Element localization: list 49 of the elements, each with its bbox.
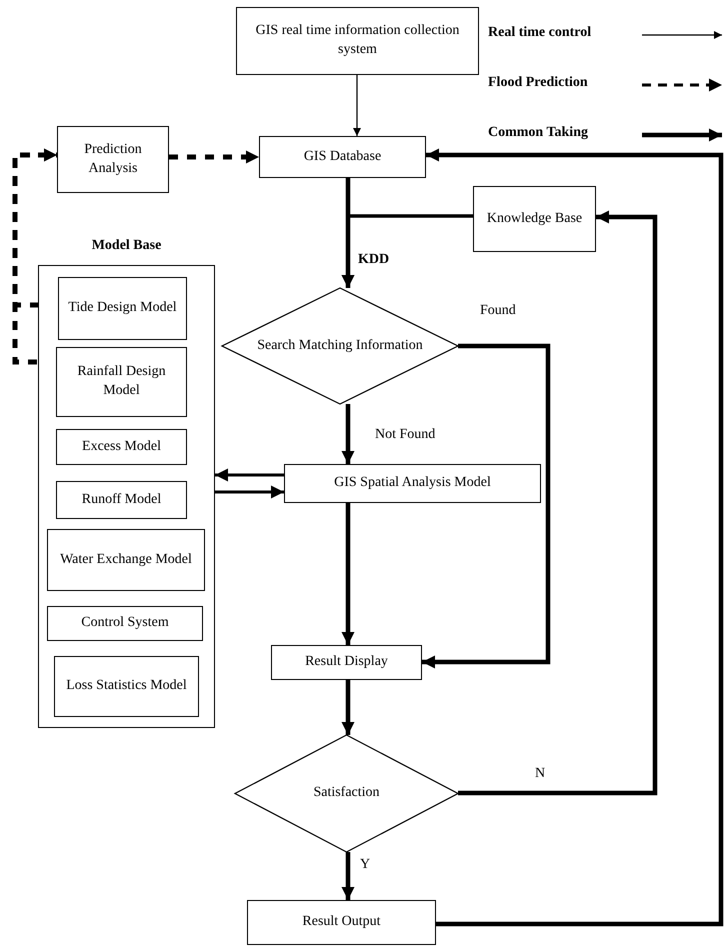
node-label: Excess Model bbox=[81, 438, 162, 456]
arrow bbox=[422, 344, 550, 668]
model-box bbox=[56, 429, 187, 465]
arrow bbox=[458, 210, 658, 796]
node-label: GIS Spatial Analysis Model bbox=[333, 474, 492, 492]
node-label: Knowledge Base bbox=[486, 210, 584, 228]
legend-label: Flood Prediction bbox=[488, 75, 588, 91]
process-box bbox=[284, 464, 541, 503]
node-label: Loss Statistics Model bbox=[65, 677, 188, 696]
process-box bbox=[236, 7, 479, 75]
arrow bbox=[169, 150, 259, 164]
arrow bbox=[342, 503, 354, 645]
node-label: Tide Design Model bbox=[67, 299, 178, 318]
node-label: Rainfall Design Model bbox=[76, 363, 167, 400]
node-label: Result Output bbox=[301, 913, 382, 932]
model-box bbox=[56, 347, 187, 417]
arrow bbox=[353, 75, 361, 136]
arrow bbox=[215, 486, 284, 498]
model-box bbox=[47, 529, 205, 591]
arrow bbox=[342, 404, 354, 464]
node-label: Result Display bbox=[304, 653, 389, 672]
arrow bbox=[12, 148, 57, 364]
model-box bbox=[47, 606, 203, 641]
decision-diamond bbox=[222, 288, 458, 404]
legend-label: Common Taking bbox=[488, 125, 588, 141]
model-box bbox=[54, 656, 199, 717]
process-box bbox=[271, 645, 422, 680]
arrow bbox=[215, 468, 284, 482]
process-box bbox=[247, 900, 436, 945]
process-box bbox=[473, 186, 596, 252]
process-box bbox=[57, 126, 169, 193]
legend-label: Real time control bbox=[488, 25, 592, 41]
node-label: GIS Database bbox=[302, 148, 382, 166]
model-box bbox=[56, 481, 187, 519]
database-box bbox=[259, 136, 426, 178]
group-heading: Model Base bbox=[90, 238, 162, 254]
arrow bbox=[426, 148, 724, 926]
node-label: Search Matching Information bbox=[256, 336, 424, 355]
node-label: Runoff Model bbox=[80, 490, 162, 509]
node-label: Prediction Analysis bbox=[83, 140, 143, 178]
arrow bbox=[342, 214, 473, 288]
model-box bbox=[58, 277, 187, 340]
node-label: GIS real time information collection system bbox=[254, 22, 460, 59]
node-label: Control System bbox=[80, 614, 170, 632]
node-label: Water Exchange Model bbox=[59, 550, 193, 569]
node-label: Satisfaction bbox=[312, 784, 381, 802]
arrow bbox=[342, 852, 354, 900]
arrow bbox=[342, 680, 354, 735]
decision-diamond bbox=[235, 735, 458, 852]
